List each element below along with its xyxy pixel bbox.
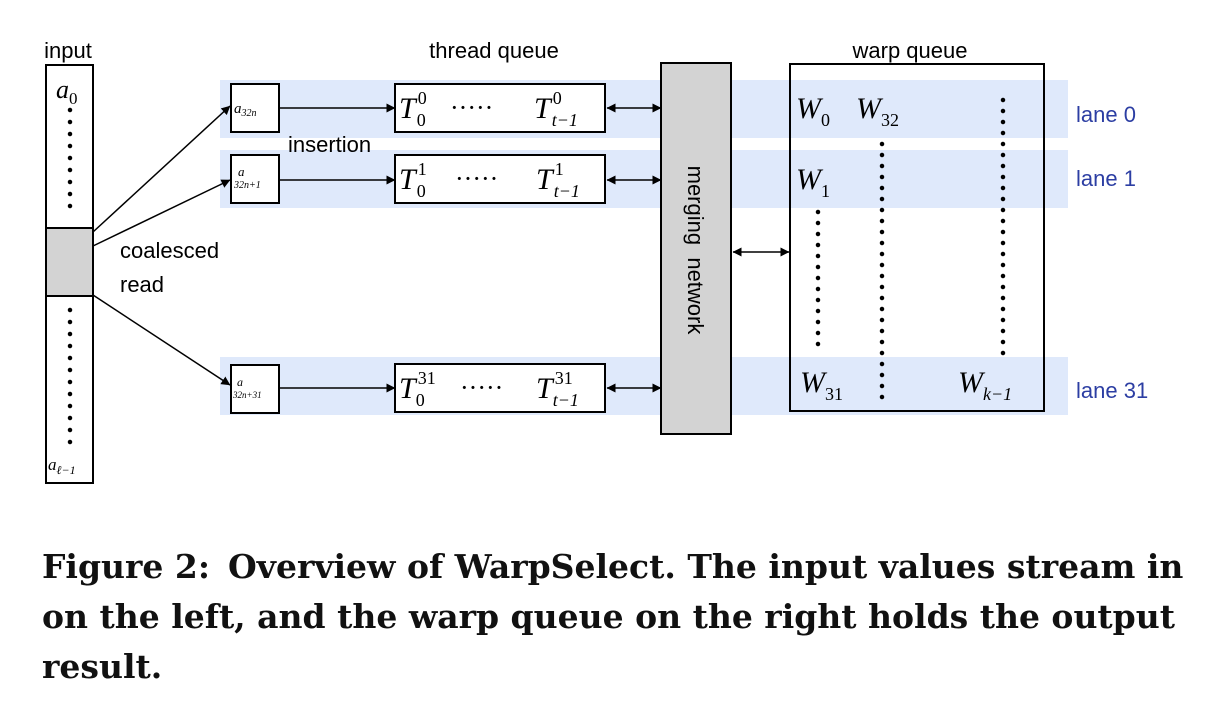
thread-dots-lane-1: ····· <box>455 164 498 193</box>
merging-network-block <box>660 62 732 435</box>
thread-dots-lane-31: ····· <box>460 373 503 402</box>
input-bottom-value: aℓ−1 <box>48 455 76 477</box>
warpselect-diagram: input thread queue warp queue a0 aℓ−1 co… <box>44 38 1148 484</box>
figure-caption: Figure 2:Overview of WarpSelect. The inp… <box>42 542 1192 692</box>
thread-queue-label: thread queue <box>429 38 559 63</box>
warp-w1: W1 <box>796 163 830 201</box>
read-arrow-lane-31 <box>92 294 231 386</box>
merging-network-label: merging network <box>683 166 708 336</box>
insertion-label: insertion <box>288 132 371 157</box>
figure-caption-text: Overview of WarpSelect. The input values… <box>42 547 1184 686</box>
lane-1-label: lane 1 <box>1076 166 1136 191</box>
warp-w31: W31 <box>800 366 843 404</box>
lane-31-band <box>220 357 1068 415</box>
coalesced-label: coalesced <box>120 238 219 263</box>
coalesced-block <box>45 227 94 297</box>
insert-box-lane-31 <box>230 364 280 414</box>
input-top-value: a0 <box>56 75 78 108</box>
read-label: read <box>120 272 164 297</box>
lane-1-band <box>220 150 1068 208</box>
lane-0-band <box>220 80 1068 138</box>
lane-0-label: lane 0 <box>1076 102 1136 127</box>
warp-w32: W32 <box>856 92 899 130</box>
read-arrow-lane-1 <box>92 179 231 247</box>
insert-box-lane-0 <box>230 83 280 133</box>
thread-queue-lane-31 <box>394 363 606 413</box>
thread-dots-lane-0: ····· <box>450 93 493 122</box>
warp-queue-box <box>789 63 1045 412</box>
input-label: input <box>44 38 92 63</box>
warp-queue-label: warp queue <box>852 38 968 63</box>
thread-queue-lane-1 <box>394 154 606 204</box>
thread-queue-lane-0 <box>394 83 606 133</box>
lane-31-label: lane 31 <box>1076 378 1148 403</box>
warp-w0: W0 <box>796 92 830 130</box>
insert-box-lane-1 <box>230 154 280 204</box>
warp-wk1: Wk−1 <box>958 366 1012 404</box>
figure-label: Figure 2: <box>42 547 211 586</box>
insert-value-lane-0: a32n <box>234 101 257 119</box>
read-arrow-lane-0 <box>92 105 231 233</box>
